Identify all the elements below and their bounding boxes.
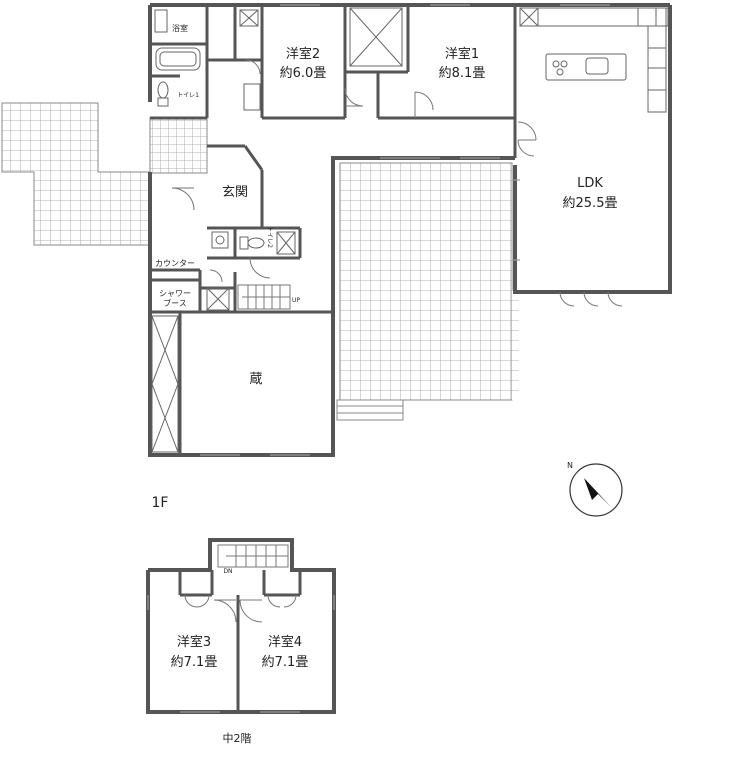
doors: [171, 59, 623, 307]
bedroom2-size: 約6.0畳: [280, 66, 327, 81]
bath-label: 浴室: [172, 23, 188, 33]
toilet1-label: トイレ1: [177, 92, 199, 99]
bedroom4-name: 洋室4: [268, 634, 302, 650]
mezzanine-window-marks: [147, 595, 335, 713]
mezzanine-walls: [146, 538, 336, 714]
compass-ring: [569, 463, 623, 517]
storehouse-label: 蔵: [249, 372, 262, 387]
bedroom2-name: 洋室2: [286, 46, 320, 62]
terrace-left: [1, 102, 151, 246]
fixtures: [151, 7, 669, 453]
shower-booth-label-1: シャワー: [159, 289, 191, 298]
floor-1-label: 1F: [152, 495, 169, 511]
mezzanine-interior: [178, 570, 302, 712]
bedroom1-size: 約8.1畳: [439, 66, 486, 81]
shower-booth-label-2: ブース: [163, 298, 187, 308]
window-marks: [200, 4, 610, 456]
ldk-name: LDK: [577, 176, 603, 191]
stairs-1f: [237, 284, 291, 310]
interior-walls: [150, 5, 517, 455]
mezzanine-floor-label: 中2階: [223, 731, 252, 745]
mezzanine-stairs: [217, 544, 289, 568]
compass: N: [567, 461, 623, 517]
courtyard-deck: [336, 162, 519, 421]
ldk-size: 約25.5畳: [563, 196, 618, 211]
toilet2-label: トイレ2: [266, 226, 273, 248]
entrance-tile: [149, 117, 208, 174]
bedroom3-size: 約7.1畳: [171, 655, 218, 670]
counter-label: カウンター: [155, 259, 195, 268]
compass-label: N: [567, 461, 573, 470]
labels-1f: 浴室 トイレ1 洋室2 約6.0畳 洋室1 約8.1畳 LDK 約25.5畳 玄…: [152, 23, 618, 511]
stair-up-label: UP: [292, 297, 300, 304]
entrance-label: 玄関: [222, 185, 248, 200]
north-arrow-icon: [584, 478, 612, 508]
bedroom4-size: 約7.1畳: [262, 655, 309, 670]
bedroom1-name: 洋室1: [445, 46, 479, 62]
bedroom3-name: 洋室3: [177, 634, 211, 650]
labels-mezzanine: DN 洋室3 約7.1畳 洋室4 約7.1畳 中2階: [171, 568, 309, 745]
mezzanine-doors: [184, 594, 297, 623]
stair-down-label: DN: [223, 568, 232, 575]
